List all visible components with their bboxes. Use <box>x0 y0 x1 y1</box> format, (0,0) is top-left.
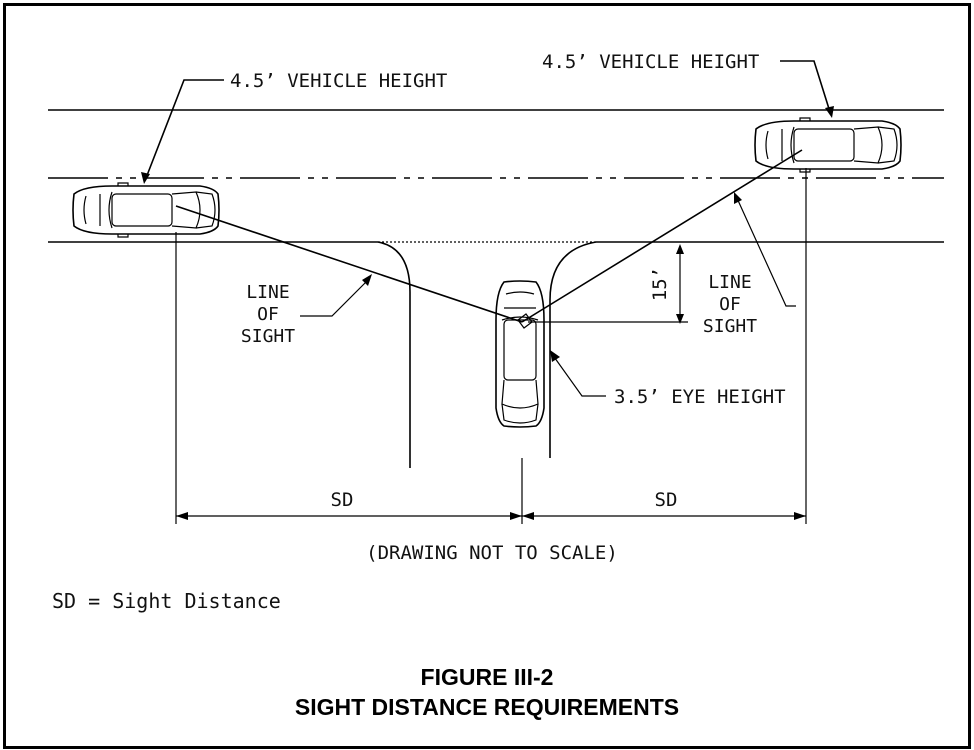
vehicle-side-street <box>495 280 545 428</box>
sd-label-right: SD <box>655 489 678 511</box>
los-label-left-3: SIGHT <box>241 326 295 347</box>
los-leader-right <box>735 195 796 307</box>
scale-note: (DRAWING NOT TO SCALE) <box>366 542 618 564</box>
leader-arrow-right <box>825 106 834 118</box>
sd-arrow-1 <box>176 512 188 520</box>
line-of-sight-right <box>521 149 803 323</box>
vehicle-left <box>72 182 220 238</box>
line-of-sight-left <box>175 205 523 323</box>
figure-title: SIGHT DISTANCE REQUIREMENTS <box>294 694 680 720</box>
setback-label: 15’ <box>649 267 671 301</box>
setback-arrow-top <box>676 244 684 254</box>
legend-note: SD = Sight Distance <box>52 589 281 613</box>
eye-height-label: 3.5’ EYE HEIGHT <box>614 386 786 408</box>
sd-arrow-3 <box>522 512 534 520</box>
vehicle-right <box>754 117 902 173</box>
eye-height-arrow <box>550 350 560 362</box>
los-arrow-right <box>734 192 742 204</box>
los-arrow-left <box>362 274 372 286</box>
side-street-left-curb <box>377 241 411 468</box>
figure-number: FIGURE III-2 <box>420 664 554 690</box>
los-label-left-1: LINE <box>246 282 289 303</box>
los-label-right-3: SIGHT <box>703 316 757 337</box>
leader-arrow-left <box>141 172 150 184</box>
los-label-right-1: LINE <box>708 272 751 293</box>
sd-arrow-2 <box>510 512 522 520</box>
sd-arrow-4 <box>794 512 806 520</box>
eye-height-leader <box>551 353 606 397</box>
figure-frame <box>3 3 971 749</box>
vehicle-height-label-right: 4.5’ VEHICLE HEIGHT <box>542 51 759 73</box>
vehicle-height-leader-left <box>145 79 224 179</box>
los-label-right-2: OF <box>719 294 741 315</box>
los-leader-left <box>300 277 371 317</box>
vehicle-height-label-left: 4.5’ VEHICLE HEIGHT <box>230 70 447 92</box>
side-street-right-curb <box>549 241 597 458</box>
vehicle-height-leader-right <box>780 60 831 113</box>
setback-arrow-bottom <box>676 314 684 324</box>
los-label-left-2: OF <box>257 304 279 325</box>
sd-label-left: SD <box>331 489 354 511</box>
